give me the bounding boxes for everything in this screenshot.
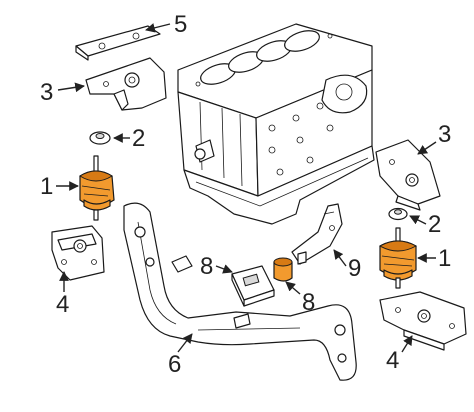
callout-7: 8 <box>200 253 233 280</box>
callout-label-3-right: 3 <box>438 121 451 148</box>
callout-label-4-right: 4 <box>386 347 399 374</box>
callout-label-1-left: 1 <box>40 173 53 200</box>
callout-4-right: 4 <box>386 335 413 374</box>
engine-mount-part-1-right <box>378 227 418 289</box>
callout-label-4-left: 4 <box>56 291 69 318</box>
callout-label-5: 5 <box>174 11 187 38</box>
callout-5: 5 <box>145 11 187 38</box>
callout-1-right: 1 <box>417 245 451 272</box>
bracket-part-9 <box>291 203 343 265</box>
callout-label-1-right: 1 <box>438 245 451 272</box>
washer-part-2-right <box>388 207 408 221</box>
engine-block <box>177 23 375 225</box>
callout-label-3-left: 3 <box>40 79 53 106</box>
callout-2-right: 2 <box>409 211 441 238</box>
callout-9: 9 <box>333 249 361 282</box>
bracket-part-5 <box>75 25 161 61</box>
bushing-part-8 <box>273 257 293 282</box>
callout-8: 8 <box>285 281 315 316</box>
callout-label-2-right: 2 <box>428 211 441 238</box>
bracket-part-4-left <box>51 225 105 281</box>
callout-label-7: 8 <box>200 253 213 280</box>
bracket-part-4-right <box>379 291 467 351</box>
callout-6: 6 <box>168 333 193 378</box>
crossmember-part-6 <box>123 202 357 381</box>
callout-label-2-left: 2 <box>132 125 145 152</box>
callout-4-left: 4 <box>56 271 69 318</box>
washer-part-2-left <box>89 131 111 145</box>
mount-block-part-7 <box>231 265 275 307</box>
callout-3-left: 3 <box>40 79 85 106</box>
callout-label-8: 8 <box>302 289 315 316</box>
callout-3-right: 3 <box>417 121 451 155</box>
callout-label-6: 6 <box>168 351 181 378</box>
bracket-part-3-right <box>375 139 441 211</box>
callout-label-9: 9 <box>348 255 361 282</box>
callout-1-left: 1 <box>40 173 79 200</box>
callout-2-left: 2 <box>113 125 145 152</box>
bracket-part-3-left <box>85 57 167 111</box>
engine-mount-part-1-left <box>79 155 115 221</box>
